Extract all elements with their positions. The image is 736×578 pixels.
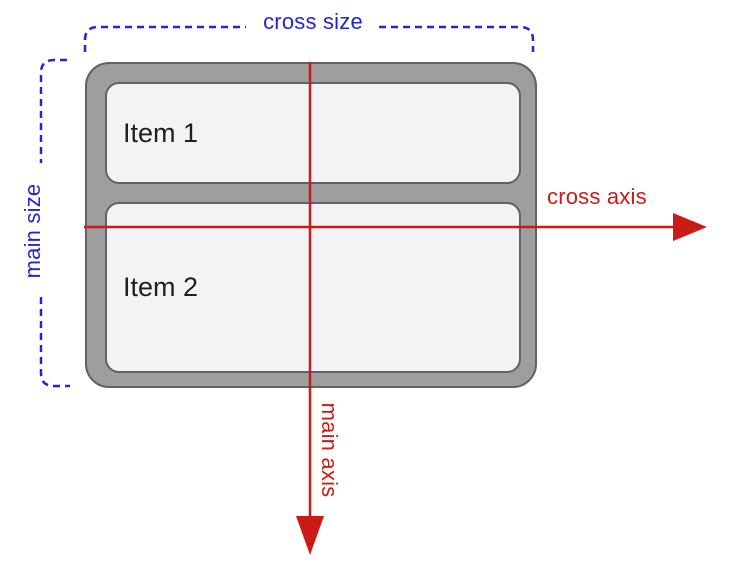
flex-item-1-label: Item 1 <box>123 117 199 148</box>
main-axis-arrowhead-icon <box>296 516 324 555</box>
cross-axis-label: cross axis <box>547 184 647 209</box>
cross-axis-arrowhead-icon <box>673 213 707 241</box>
cross-size-bracket-left <box>83 25 246 52</box>
main-size-label: main size <box>20 183 45 279</box>
flex-item-2-label: Item 2 <box>123 272 199 302</box>
main-size-bracket-top <box>39 58 67 163</box>
cross-size-bracket-right <box>379 25 535 52</box>
main-axis-label: main axis <box>317 402 342 498</box>
cross-size-label: cross size <box>263 9 363 34</box>
flex-container: Item 1 Item 2 <box>85 62 537 388</box>
flex-item-1: Item 1 <box>105 82 521 184</box>
main-size-bracket-bottom <box>39 297 70 388</box>
flex-item-2: Item 2 <box>105 202 521 373</box>
